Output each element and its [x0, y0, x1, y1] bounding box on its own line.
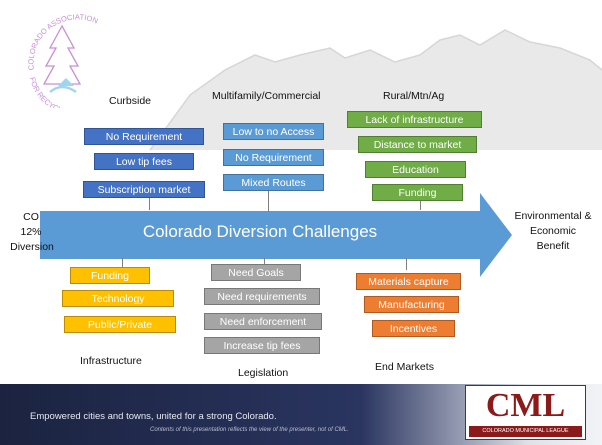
multifamily-item: Mixed Routes — [223, 174, 324, 191]
infrastructure-item: Technology — [62, 290, 174, 307]
left-label-line2: 12% — [20, 226, 42, 238]
curbside-item: No Requirement — [84, 128, 204, 145]
multifamily-item: Low to no Access — [223, 123, 324, 140]
right-label-line2: Economic — [529, 225, 577, 237]
right-label-line3: Benefit — [536, 240, 570, 252]
end-markets-item: Manufacturing — [364, 296, 459, 313]
multifamily-heading: Multifamily/Commercial — [212, 90, 321, 102]
infrastructure-item: Public/Private — [64, 316, 176, 333]
cml-logo: CML COLORADO MUNICIPAL LEAGUE — [465, 385, 586, 440]
end-markets-item: Materials capture — [356, 273, 461, 290]
rural-heading: Rural/Mtn/Ag — [383, 90, 445, 102]
end-markets-item: Incentives — [372, 320, 455, 337]
curbside-heading: Curbside — [109, 95, 152, 107]
recycling-association-logo: COLORADO ASSOCIATION FOR RECYCLING — [26, 12, 99, 108]
curbside-item: Low tip fees — [94, 153, 194, 170]
svg-text:COLORADO ASSOCIATION: COLORADO ASSOCIATION — [26, 12, 99, 70]
left-label-line1: CO — [23, 211, 39, 223]
right-label-line1: Environmental & — [514, 210, 592, 222]
mountain-background — [149, 29, 602, 151]
infrastructure-heading: Infrastructure — [80, 355, 142, 367]
cml-logo-text: CML — [485, 387, 566, 424]
multifamily-item: No Requirement — [223, 149, 324, 166]
legislation-item: Need enforcement — [204, 313, 322, 330]
challenges-arrow — [40, 193, 512, 277]
curbside-item: Subscription market — [83, 181, 205, 198]
footer-bar: Empowered cities and towns, united for a… — [0, 384, 602, 445]
end-markets-heading: End Markets — [375, 361, 434, 373]
rural-item: Lack of infrastructure — [347, 111, 482, 128]
legislation-heading: Legislation — [238, 367, 289, 379]
left-label-line3: Diversion — [10, 241, 54, 253]
rural-item: Distance to market — [358, 136, 477, 153]
legislation-item: Need requirements — [204, 288, 320, 305]
legislation-item: Increase tip fees — [204, 337, 320, 354]
rural-item: Funding — [372, 184, 463, 201]
legislation-item: Need Goals — [211, 264, 301, 281]
infrastructure-item: Funding — [70, 267, 150, 284]
footer-tagline: Empowered cities and towns, united for a… — [30, 411, 277, 422]
cml-logo-subtitle: COLORADO MUNICIPAL LEAGUE — [469, 426, 582, 437]
rural-item: Education — [365, 161, 466, 178]
footer-disclaimer: Contents of this presentation reflects t… — [150, 427, 349, 433]
arrow-title: Colorado Diversion Challenges — [142, 222, 378, 241]
